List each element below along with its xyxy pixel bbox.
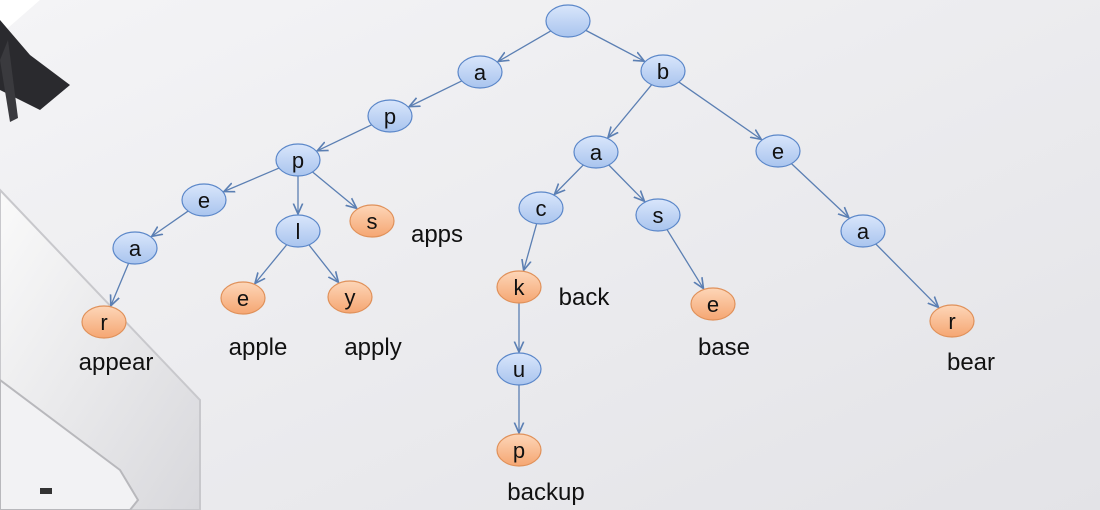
trie-node-e3: e	[690, 287, 736, 321]
node-ellipse	[573, 135, 619, 169]
node-ellipse	[220, 281, 266, 315]
trie-node-p2: p	[275, 143, 321, 177]
node-letter: p	[292, 148, 304, 173]
trie-node-r2: r	[929, 304, 975, 338]
edge-e1-a2	[152, 210, 189, 236]
trie-node-e4: e	[755, 134, 801, 168]
node-letter: l	[296, 219, 301, 244]
word-label-base: base	[698, 334, 750, 361]
edge-a1-p1	[409, 80, 463, 107]
node-ellipse	[518, 191, 564, 225]
trie-node-e2: e	[220, 281, 266, 315]
trie-node-k1: k	[496, 270, 542, 304]
node-letter: b	[657, 59, 669, 84]
node-ellipse	[349, 204, 395, 238]
trie-word-labels: appear apple apply apps back backup base bear	[79, 221, 995, 506]
word-label-back: back	[559, 284, 611, 311]
decorative-device-graphic	[0, 0, 201, 510]
node-letter: a	[857, 219, 870, 244]
edge-p2-e1	[224, 167, 280, 191]
trie-node-p3: p	[496, 433, 542, 467]
trie-node-a1: a	[457, 55, 503, 89]
node-ellipse	[496, 433, 542, 467]
edge-a4-r2	[875, 243, 939, 307]
edge-a3-s2	[608, 164, 645, 201]
node-letter: e	[198, 188, 210, 213]
node-letter: e	[772, 139, 784, 164]
node-ellipse	[275, 214, 321, 248]
word-label-apps: apps	[411, 221, 463, 248]
node-ellipse	[840, 214, 886, 248]
node-ellipse	[275, 143, 321, 177]
node-ellipse	[929, 304, 975, 338]
trie-node-a2: a	[112, 231, 158, 265]
node-letter: e	[707, 292, 719, 317]
trie-node-a4: a	[840, 214, 886, 248]
edge-p1-p2	[317, 124, 372, 151]
node-ellipse	[690, 287, 736, 321]
edge-e4-a4	[791, 163, 848, 218]
node-letter: k	[514, 275, 526, 300]
node-ellipse	[496, 270, 542, 304]
trie-node-c1: c	[518, 191, 564, 225]
edge-l1-y1	[308, 244, 339, 282]
edge-root-b1	[585, 29, 644, 61]
edge-a2-r1	[111, 263, 130, 305]
edge-c1-k1	[524, 223, 538, 271]
trie-node-r1: r	[81, 305, 127, 339]
trie-node-e1: e	[181, 183, 227, 217]
node-letter: e	[237, 286, 249, 311]
edge-root-a1	[498, 30, 552, 62]
word-label-apple: apple	[229, 334, 288, 361]
trie-node-u1: u	[496, 352, 542, 386]
edge-p2-s1	[312, 171, 357, 208]
trie-node-b1: b	[640, 54, 686, 88]
node-letter: u	[513, 357, 525, 382]
node-letter: r	[948, 309, 955, 334]
edge-b1-a3	[608, 84, 653, 138]
word-label-backup: backup	[507, 479, 584, 506]
trie-node-p1: p	[367, 99, 413, 133]
trie-edges	[111, 29, 939, 433]
node-letter: r	[100, 310, 107, 335]
word-label-apply: apply	[344, 334, 401, 361]
node-letter: a	[590, 140, 603, 165]
node-letter: a	[129, 236, 142, 261]
edge-b1-e4	[678, 81, 761, 139]
edge-l1-e2	[255, 244, 288, 284]
trie-node-a3: a	[573, 135, 619, 169]
node-letter: y	[345, 285, 356, 310]
node-ellipse	[635, 198, 681, 232]
node-ellipse	[640, 54, 686, 88]
edge-s2-e3	[666, 229, 703, 289]
node-ellipse	[81, 305, 127, 339]
node-ellipse	[327, 280, 373, 314]
trie-node-root	[545, 4, 591, 38]
node-ellipse	[457, 55, 503, 89]
node-letter: c	[536, 196, 547, 221]
node-letter: s	[367, 209, 378, 234]
node-ellipse	[181, 183, 227, 217]
node-letter: s	[653, 203, 664, 228]
node-ellipse	[755, 134, 801, 168]
trie-node-l1: l	[275, 214, 321, 248]
node-ellipse	[545, 4, 591, 38]
node-letter: p	[513, 438, 525, 463]
trie-node-y1: y	[327, 280, 373, 314]
node-ellipse	[367, 99, 413, 133]
node-letter: p	[384, 104, 396, 129]
word-label-bear: bear	[947, 349, 995, 376]
edge-a3-c1	[554, 164, 584, 194]
word-label-appear: appear	[79, 349, 154, 376]
trie-node-s2: s	[635, 198, 681, 232]
node-letter: a	[474, 60, 487, 85]
node-ellipse	[496, 352, 542, 386]
node-ellipse	[112, 231, 158, 265]
trie-node-s1: s	[349, 204, 395, 238]
